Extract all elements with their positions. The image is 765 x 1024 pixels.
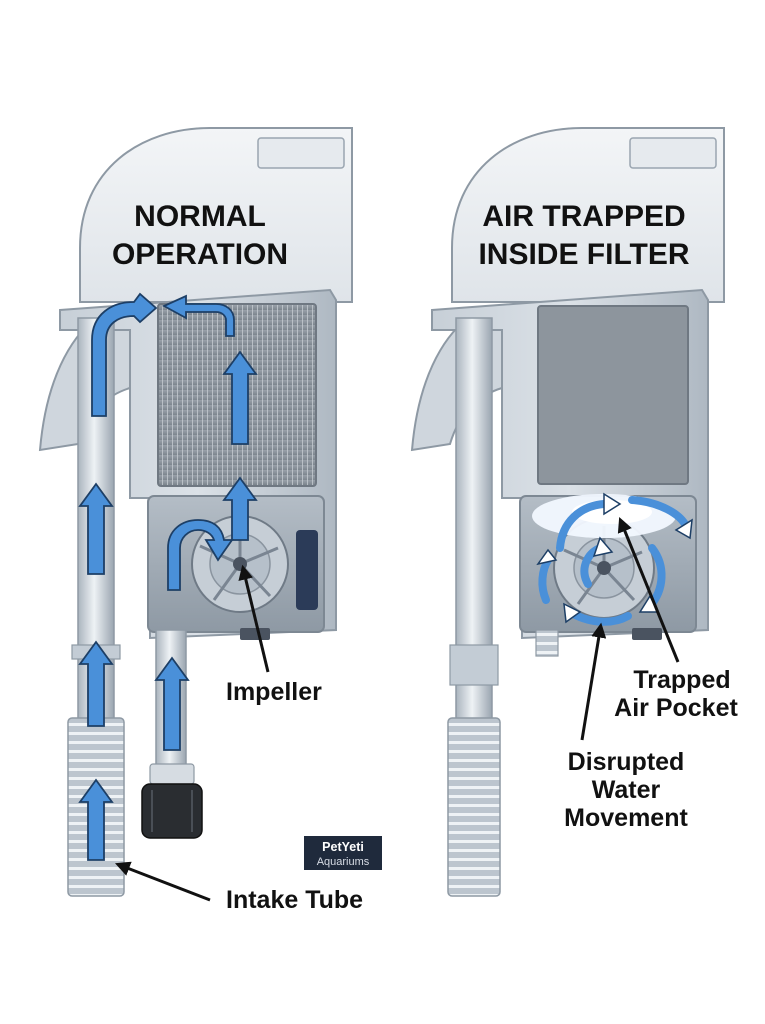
bottom-foot bbox=[240, 628, 270, 640]
disrupted-label-line1: Disrupted bbox=[568, 748, 685, 776]
disrupted-label-line2: Water bbox=[592, 776, 661, 804]
intake-tube-pointer bbox=[122, 866, 210, 900]
lid-tab bbox=[258, 138, 344, 168]
disrupted-pointer bbox=[582, 630, 600, 740]
normal-title-line2: OPERATION bbox=[112, 238, 288, 271]
trapped-air-label-line2: Air Pocket bbox=[614, 694, 738, 722]
normal-filter: NORMAL OPERATION bbox=[40, 128, 352, 896]
trapped-title-line1: AIR TRAPPED bbox=[482, 200, 685, 233]
bottom-foot bbox=[632, 628, 662, 640]
logo-line1: PetYeti bbox=[322, 840, 364, 854]
intake-strainer bbox=[448, 718, 500, 896]
filter-sponge bbox=[538, 306, 688, 484]
trapped-air-label-line1: Trapped bbox=[633, 666, 730, 694]
impeller-label: Impeller bbox=[226, 678, 322, 706]
tube-joint bbox=[450, 645, 498, 685]
logo-line2: Aquariums bbox=[317, 856, 370, 868]
brand-logo: PetYeti Aquariums bbox=[304, 836, 382, 870]
nozzle bbox=[536, 630, 558, 656]
intake-tube-label: Intake Tube bbox=[226, 886, 363, 914]
trapped-title-line2: INSIDE FILTER bbox=[478, 238, 689, 271]
motor-cap bbox=[296, 530, 318, 610]
trapped-filter: AIR TRAPPED INSIDE FILTER bbox=[412, 128, 724, 896]
disrupted-label-line3: Movement bbox=[564, 804, 688, 832]
lid-tab bbox=[630, 138, 716, 168]
normal-title-line1: NORMAL bbox=[134, 200, 266, 233]
